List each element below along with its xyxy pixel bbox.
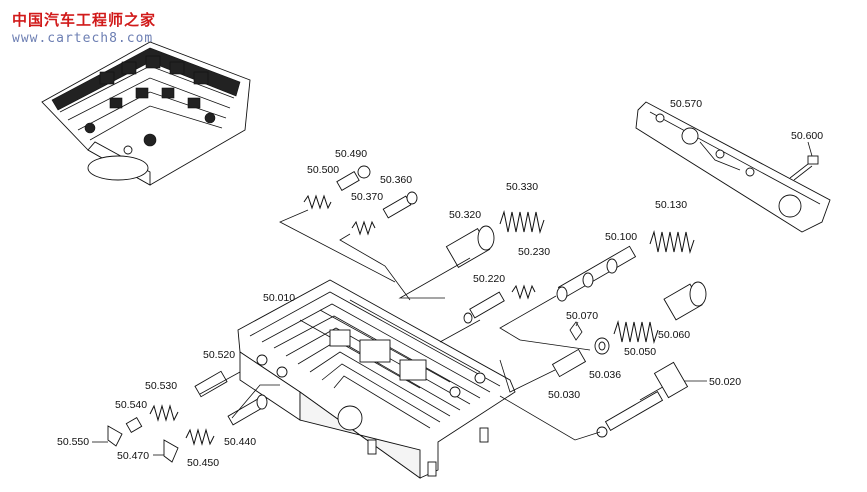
label-50550: 50.550 [57, 436, 89, 448]
label-50500: 50.500 [307, 164, 339, 176]
spool-50490-illustration [336, 165, 371, 191]
spring-50050-illustration [613, 320, 659, 344]
plug-50030-illustration [551, 348, 587, 378]
sleeve-50320-illustration [445, 225, 495, 269]
label-50520: 50.520 [203, 349, 235, 361]
spool-50360-illustration [382, 191, 418, 219]
label-50050: 50.050 [624, 346, 656, 358]
label-50060: 50.060 [658, 329, 690, 341]
bolt-50600-illustration [789, 155, 819, 181]
label-50036: 50.036 [589, 369, 621, 381]
spool-50440-illustration [227, 394, 268, 426]
label-50230: 50.230 [518, 246, 550, 258]
spring-50450-illustration [185, 428, 215, 446]
solenoid-50020-illustration [596, 361, 689, 438]
label-50570: 50.570 [670, 98, 702, 110]
label-50370: 50.370 [351, 191, 383, 203]
label-50490: 50.490 [335, 148, 367, 160]
label-50030: 50.030 [548, 389, 580, 401]
label-50130: 50.130 [655, 199, 687, 211]
cover-plate-illustration [635, 101, 831, 233]
label-leader-lines [92, 141, 813, 456]
label-50450: 50.450 [187, 457, 219, 469]
label-50070: 50.070 [566, 310, 598, 322]
sleeve-50060-illustration [663, 281, 707, 321]
bracket-50550-illustration [107, 425, 123, 447]
spring-50330-illustration [499, 210, 545, 234]
watermark-title: 中国汽车工程师之家 [12, 11, 157, 29]
label-50540: 50.540 [115, 399, 147, 411]
spring-50130-illustration [649, 230, 695, 254]
watermark-url: www.cartech8.com [12, 31, 154, 46]
assembled-valve-body-illustration [41, 41, 251, 186]
label-50360: 50.360 [380, 174, 412, 186]
label-50470: 50.470 [117, 450, 149, 462]
label-50020: 50.020 [709, 376, 741, 388]
spool-50100-illustration [556, 245, 637, 302]
spring-50230-illustration [511, 284, 536, 300]
label-50100: 50.100 [605, 231, 637, 243]
bracket-50470-illustration [163, 439, 179, 463]
spring-50500-illustration [303, 194, 332, 210]
spring-50530-illustration [149, 404, 179, 422]
label-50320: 50.320 [449, 209, 481, 221]
assembly-lines [199, 209, 601, 441]
spool-50220-illustration [463, 291, 505, 324]
plug-50540-illustration [125, 417, 143, 433]
label-50330: 50.330 [506, 181, 538, 193]
label-50440: 50.440 [224, 436, 256, 448]
label-50600: 50.600 [791, 130, 823, 142]
plug-50520-illustration [194, 370, 228, 398]
label-50220: 50.220 [473, 273, 505, 285]
spring-50370-illustration [351, 220, 376, 236]
clip-50070-illustration [569, 321, 583, 341]
label-50530: 50.530 [145, 380, 177, 392]
label-50010: 50.010 [263, 292, 295, 304]
part-labels: 50.490 50.500 50.360 50.370 50.330 50.32… [57, 98, 823, 469]
main-valve-body-illustration [237, 279, 516, 479]
